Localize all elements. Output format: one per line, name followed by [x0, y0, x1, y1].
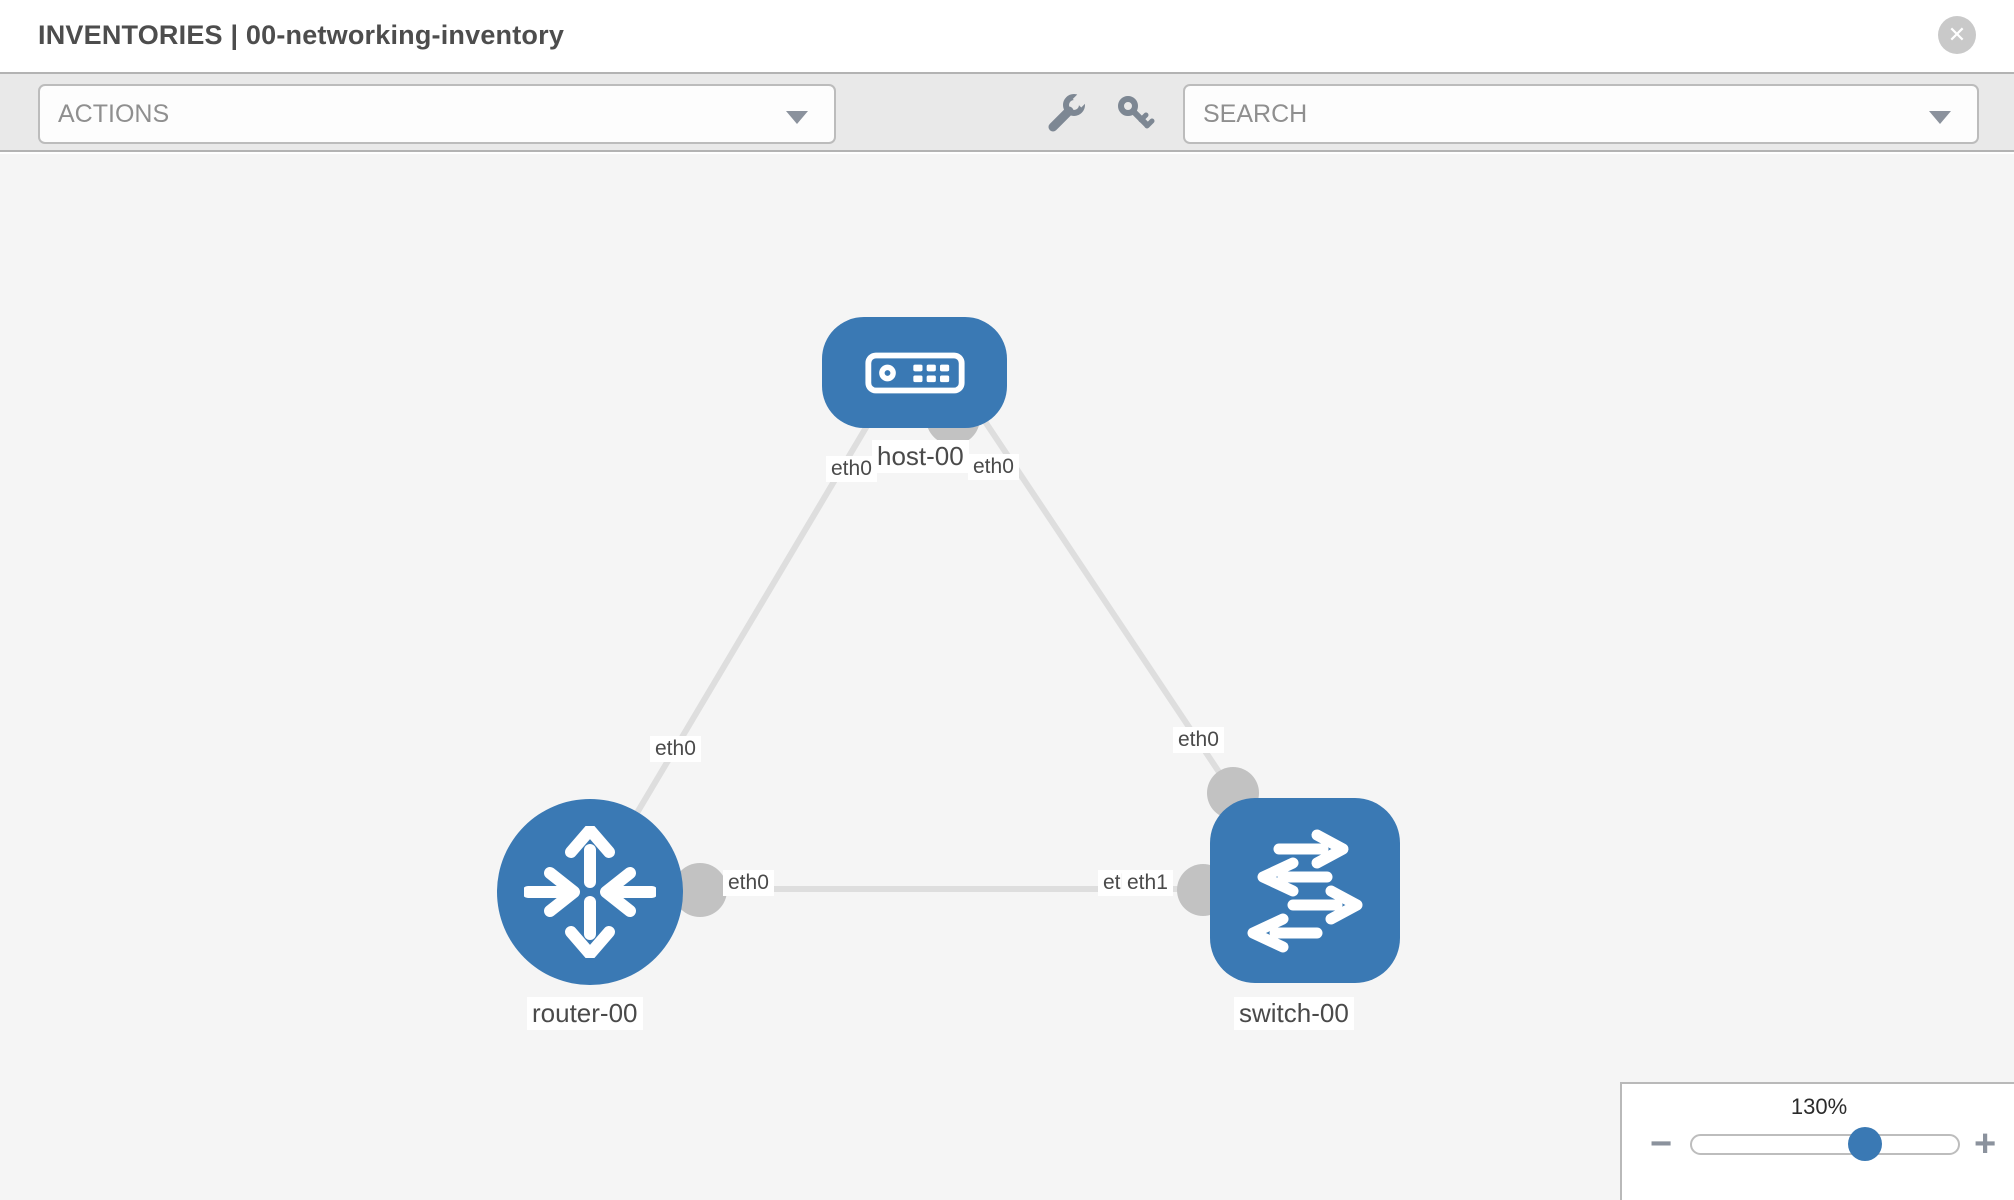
node-switch-00[interactable]: [1210, 798, 1400, 983]
actions-dropdown-label: ACTIONS: [58, 100, 170, 128]
interface-label-router-eth0-lan: eth0: [723, 870, 774, 896]
interface-label-host-eth0-right: eth0: [968, 454, 1019, 480]
close-icon[interactable]: ✕: [1938, 16, 1976, 54]
zoom-control-panel: 130% − +: [1620, 1082, 2014, 1200]
connector-router: [673, 863, 727, 917]
wrench-icon[interactable]: [1046, 91, 1089, 134]
node-router-00[interactable]: [497, 799, 683, 985]
topology-links: [587, 391, 1305, 917]
topology-canvas[interactable]: host-00 router-00 switch-00 eth0 eth0 et…: [0, 154, 2014, 1200]
chevron-down-icon: [1929, 111, 1951, 124]
router-icon: [524, 826, 656, 958]
node-host-00[interactable]: [822, 317, 1007, 428]
key-icon[interactable]: [1116, 94, 1156, 134]
page-title: INVENTORIES | 00-networking-inventory: [38, 20, 565, 50]
zoom-out-button[interactable]: −: [1650, 1123, 1673, 1165]
header: INVENTORIES | 00-networking-inventory ✕: [0, 0, 2014, 72]
host-icon: [864, 352, 965, 393]
node-label-router-00: router-00: [527, 997, 643, 1030]
interface-label-host-eth0-left: eth0: [826, 456, 877, 482]
zoom-slider-thumb[interactable]: [1848, 1127, 1882, 1161]
zoom-slider[interactable]: [1690, 1127, 1960, 1161]
switch-icon: [1247, 829, 1363, 952]
actions-dropdown[interactable]: ACTIONS: [38, 84, 836, 144]
search-dropdown-label: SEARCH: [1203, 100, 1308, 128]
zoom-in-button[interactable]: +: [1974, 1123, 1997, 1165]
interface-label-switch-eth1: eth1: [1122, 870, 1173, 896]
interface-label-router-eth0-uplink: eth0: [650, 736, 701, 762]
node-label-host-00: host-00: [872, 440, 969, 473]
search-dropdown[interactable]: SEARCH: [1183, 84, 1979, 144]
chevron-down-icon: [786, 111, 808, 124]
interface-label-switch-eth0-uplink: eth0: [1173, 727, 1224, 753]
link-host-router: [587, 402, 883, 894]
toolbar: ACTIONS SEARCH: [0, 72, 2014, 152]
zoom-level-value: 130%: [1790, 1094, 1848, 1119]
node-label-switch-00: switch-00: [1234, 997, 1354, 1030]
